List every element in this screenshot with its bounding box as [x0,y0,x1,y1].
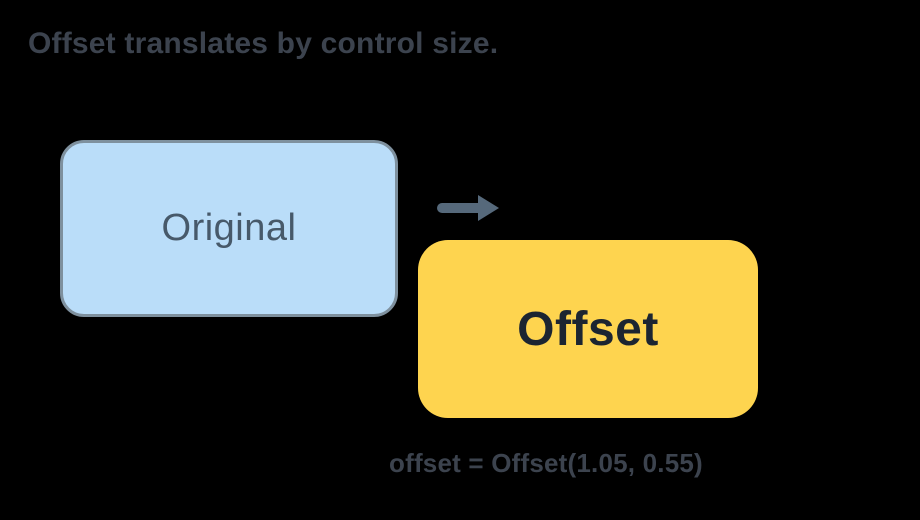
original-box-label: Original [161,207,297,249]
right-arrow-head [478,195,499,221]
original-box: Original [60,140,398,317]
right-arrow-icon [437,195,499,221]
offset-formula-caption: offset = Offset(1.05, 0.55) [389,448,703,478]
offset-box: Offset [418,240,758,418]
offset-box-label: Offset [517,302,659,356]
diagram-title: Offset translates by control size. [28,27,499,60]
